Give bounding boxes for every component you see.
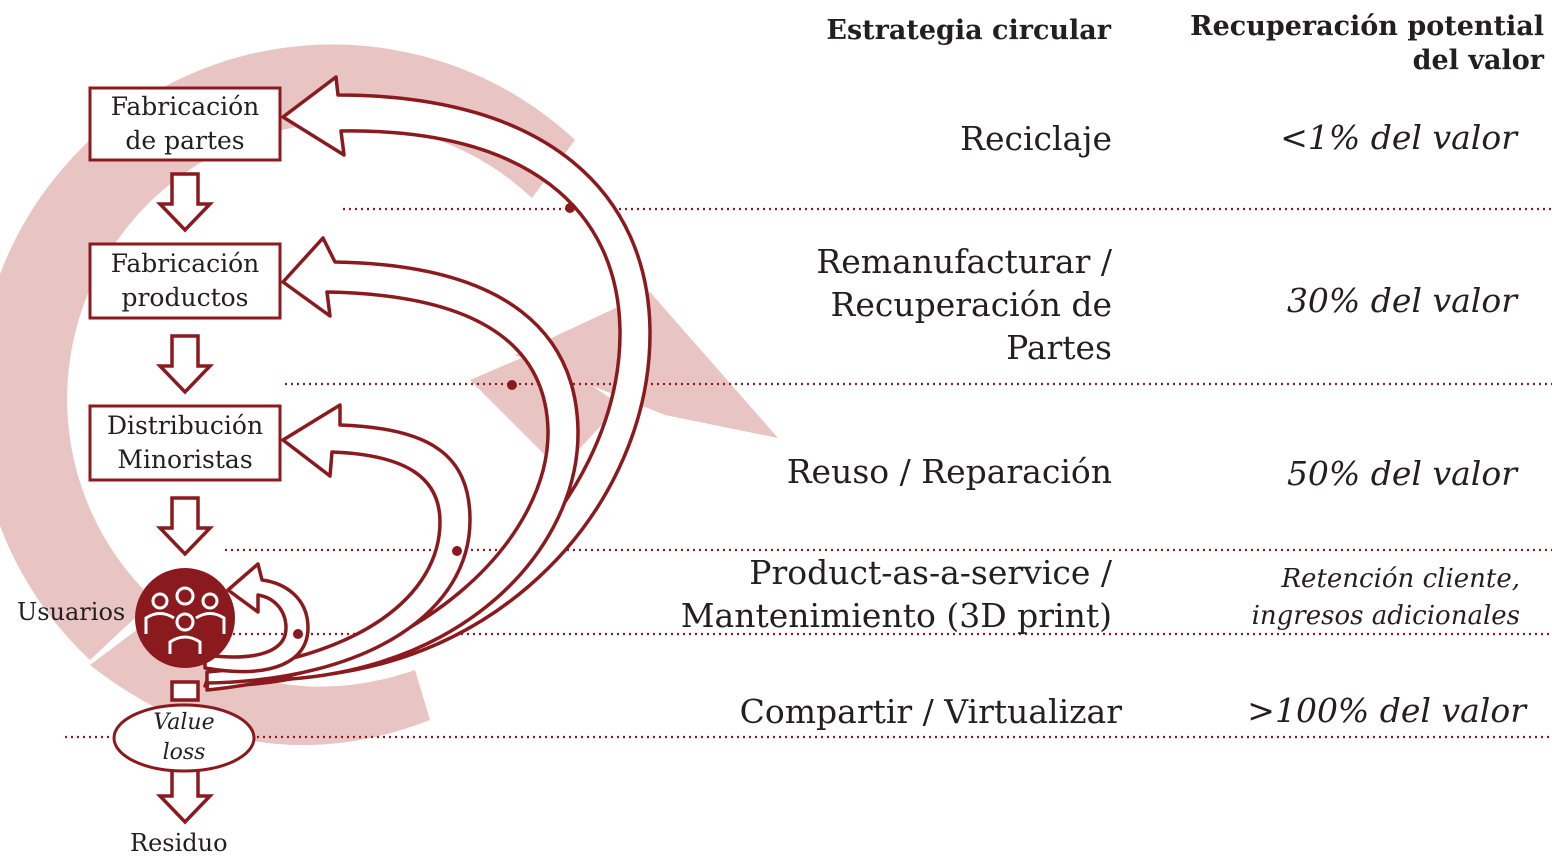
return-loop-arrows [203,75,652,692]
strategy-recycling: Reciclaje [960,119,1112,158]
strategy-reuse: Reuso / Reparación [786,452,1112,491]
value-recycling: <1% del valor [1280,118,1517,157]
strategy-service: Product-as-a-service / Mantenimiento (3D… [680,553,1112,635]
down-arrow-1 [155,172,215,233]
loop-dot-recycling [565,203,575,213]
loop-arrow-maintenance [203,562,310,674]
users-node [135,568,235,668]
value-remanufacture: 30% del valor [1286,281,1517,320]
stage-label-parts: Fabricación de partes [110,92,260,155]
stage-label-distribution: Distribución Minoristas [106,411,264,474]
value-loss-oval [112,703,256,773]
loop-arrow-remanufacture [205,236,580,692]
value-reuse: 50% del valor [1286,454,1517,493]
users-circle [135,568,235,668]
stage-boxes [88,86,282,482]
users-label: Usuarios [17,598,126,626]
loop-dot-reuse [452,546,462,556]
stage-box-parts [88,86,282,162]
stage-label-products: Fabricación productos [110,249,260,312]
header-recovery: Recuperación potential del valor [1190,11,1544,76]
loop-dot-maintenance [293,629,303,639]
header-strategy: Estrategia circular [826,15,1111,46]
stage-box-products [88,242,282,320]
waste-label: Residuo [130,829,228,857]
strategy-sharing: Compartir / Virtualizar [739,692,1122,731]
down-arrows [155,172,215,825]
loop-arrow-reuse [205,403,472,685]
row-separators [65,207,1552,739]
value-sharing: >100% del valor [1247,691,1526,730]
down-arrow-4 [170,680,200,702]
loop-dot-remanufacture [507,380,517,390]
value-service: Retención cliente, ingresos adicionales [1251,564,1520,631]
users-group-icon [144,586,226,654]
down-arrow-3 [155,496,215,557]
down-arrow-2 [155,334,215,395]
strategy-remanufacture: Remanufacturar / Recuperación de Partes [816,242,1112,367]
value-loss-label: Value loss [153,710,215,765]
loop-dots [293,203,575,639]
down-arrow-5 [155,766,215,825]
stage-box-distribution [88,404,282,482]
